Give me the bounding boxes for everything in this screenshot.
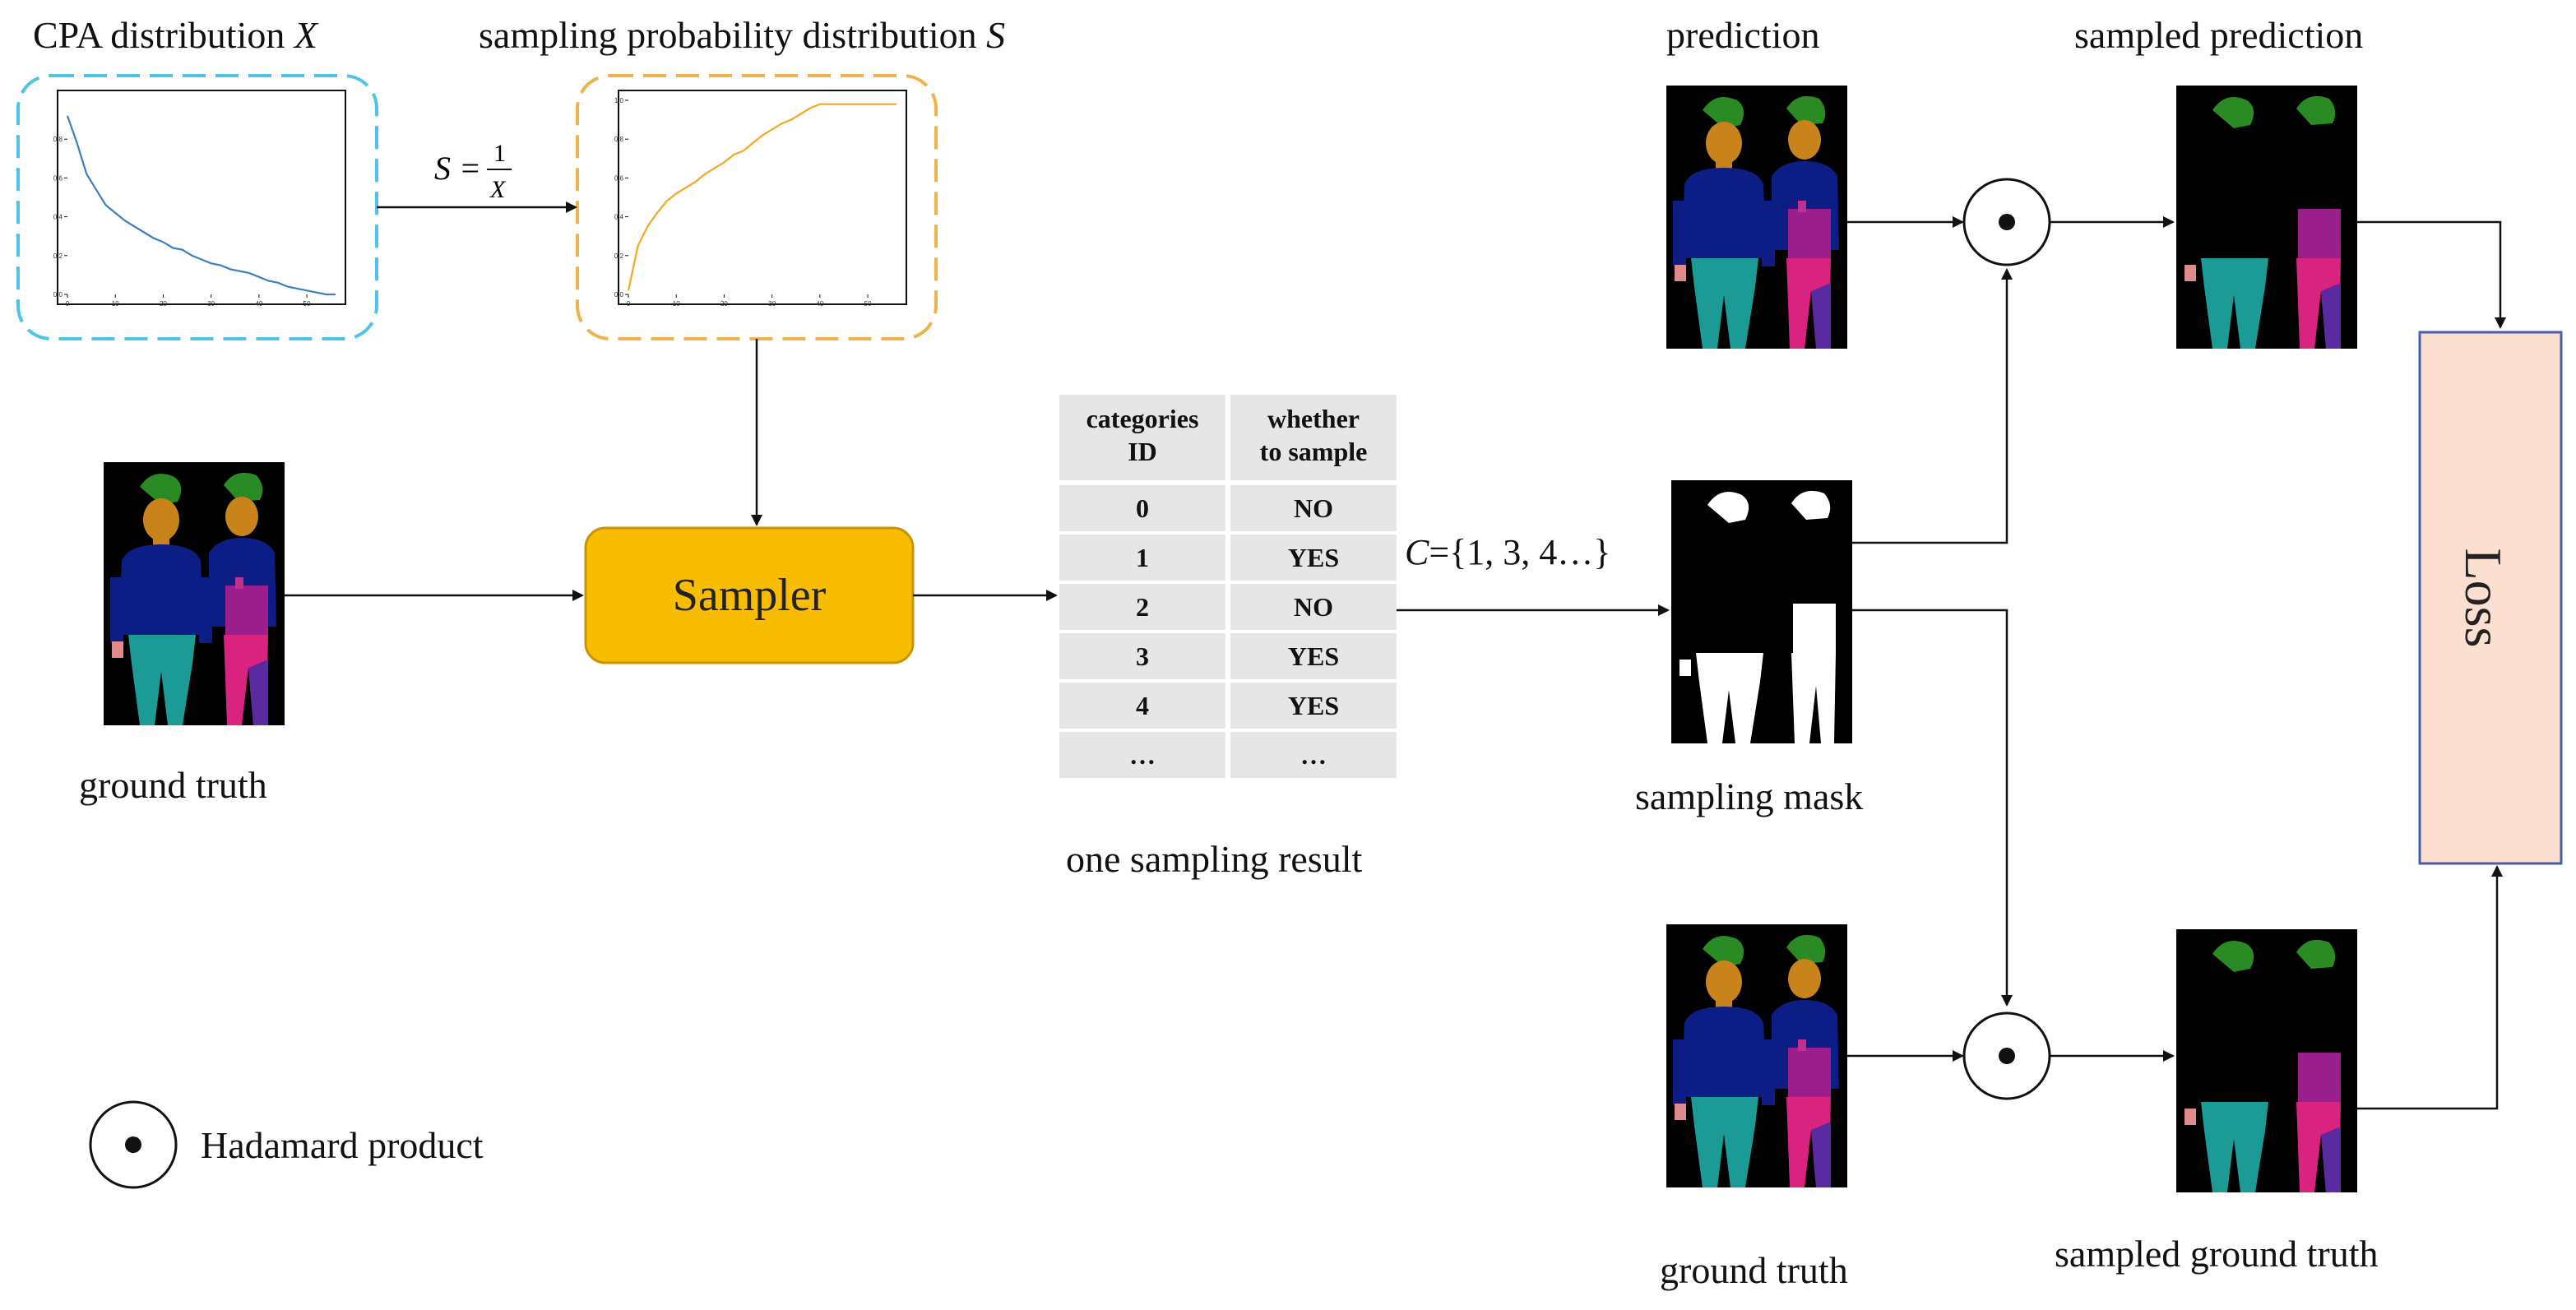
sampled-prediction-image: [2176, 86, 2357, 349]
cpa-ytick-label: 0.4: [53, 214, 63, 221]
table-header-text: categories: [1086, 404, 1199, 433]
table-header-text: whether: [1267, 404, 1360, 433]
table-cell-text: YES: [1288, 691, 1339, 720]
sampled-prediction-to-loss-arrow: [2357, 220, 2506, 329]
table-cell: [1230, 633, 1397, 679]
prediction-image: [1666, 86, 1847, 349]
top-hadamard-icon: [1962, 178, 2051, 266]
table-header-text: to sample: [1260, 437, 1368, 466]
sampling-probability-label: sampling probability distribution S: [479, 14, 1005, 56]
ground-truth-image-bottom: [1666, 924, 1847, 1187]
table-cell: [1059, 485, 1225, 531]
cpa-xtick-label: 50: [303, 300, 311, 308]
table-cell-text: 3: [1136, 641, 1149, 671]
table-cell-text: 4: [1136, 691, 1149, 720]
sampling-chart-axes: [618, 90, 907, 305]
table-cell-text: 2: [1136, 592, 1149, 622]
table-header-cell: [1059, 395, 1225, 480]
cpa-ytick-label: 0.0: [53, 291, 63, 299]
bottom-hadamard-icon: [1962, 1011, 2051, 1100]
sampled-ground-truth-image: [2176, 929, 2357, 1192]
table-cell: [1059, 535, 1225, 581]
table-cell: [1059, 584, 1225, 630]
sampling-mask-label: sampling mask: [1635, 775, 1863, 817]
table-cell: [1230, 584, 1397, 630]
table-cell-text: 0: [1136, 493, 1149, 523]
table-cell-text: …: [1129, 740, 1156, 770]
mask-to-bottom-hadamard-arrow: [1852, 609, 2013, 1007]
ground-truth-image-left: [104, 462, 285, 725]
sampling-xtick-label: 20: [720, 300, 728, 308]
cpa-chart: 0.0 0.2 0.4 0.6 0.8 0 10 20 30 40 50: [53, 115, 336, 308]
table-header-cell: [1230, 395, 1397, 480]
loss-label: Loss: [2454, 549, 2513, 648]
table-cell-text: YES: [1288, 641, 1339, 671]
one-sampling-result-label: one sampling result: [1066, 838, 1362, 880]
sampling-xtick-label: 50: [864, 300, 872, 308]
cpa-xtick-label: 30: [207, 300, 215, 308]
sampling-xtick-label: 0: [627, 300, 631, 308]
sampling-ytick-label: 0.8: [614, 136, 624, 143]
sampling-chart: 0.0 0.2 0.4 0.6 0.8 1.0 0 10 20 30 40 50: [614, 97, 897, 308]
table-cell: [1230, 485, 1397, 531]
sampling-xtick-label: 40: [816, 300, 823, 308]
table-cell: [1059, 633, 1225, 679]
table-cell: [1059, 683, 1225, 729]
mask-to-top-hadamard-arrow: [1852, 268, 2013, 544]
formula-lhs: S =: [434, 150, 481, 187]
table-header-text: ID: [1128, 437, 1157, 466]
table-cell: [1230, 683, 1397, 729]
table-cell-text: NO: [1294, 592, 1333, 622]
table-cell: [1230, 535, 1397, 581]
sampling-xtick-label: 30: [768, 300, 776, 308]
cpa-series-line: [66, 115, 336, 296]
cpa-ytick-label: 0.6: [53, 174, 63, 182]
prediction-label: prediction: [1666, 14, 1820, 56]
cpa-xtick-label: 20: [160, 300, 167, 308]
legend-hadamard-icon: [89, 1100, 178, 1189]
sampling-ytick-label: 0.4: [614, 214, 624, 221]
table-cell-text: NO: [1294, 493, 1333, 523]
sampled-gt-to-loss-arrow: [2357, 865, 2503, 1110]
cpa-xtick-label: 40: [255, 300, 262, 308]
loss-box: [2418, 331, 2563, 865]
sampled-ground-truth-label: sampled ground truth: [2055, 1233, 2379, 1275]
cpa-xtick-label: 10: [112, 300, 119, 308]
cpa-ytick-label: 0.2: [53, 252, 63, 260]
sampled-prediction-label: sampled prediction: [2074, 14, 2363, 56]
sampling-ytick-label: 1.0: [614, 97, 624, 104]
cpa-ytick-label: 0.8: [53, 136, 63, 143]
legend-label: Hadamard product: [201, 1124, 484, 1166]
formula-numerator: 1: [493, 140, 506, 167]
ground-truth-bottom-label: ground truth: [1660, 1249, 1848, 1291]
cpa-xtick-label: 0: [66, 300, 70, 308]
table-cell-text: YES: [1288, 543, 1339, 572]
sampling-ytick-label: 0.2: [614, 252, 624, 260]
sampling-xtick-label: 10: [673, 300, 680, 308]
cpa-chart-axes: [57, 90, 346, 305]
cpa-distribution-label: CPA distribution X: [33, 14, 319, 56]
table-cell-text: …: [1300, 740, 1327, 770]
formula-denominator: X: [489, 176, 507, 203]
sampling-ytick-label: 0.6: [614, 174, 624, 182]
table-cell-text: 1: [1136, 543, 1149, 572]
table-cell: [1059, 732, 1225, 778]
sampler-label: Sampler: [673, 570, 827, 621]
sampling-mask-image: [1671, 480, 1852, 743]
ground-truth-left-label: ground truth: [79, 764, 267, 806]
c-set-label: C={1, 3, 4…}: [1405, 532, 1610, 572]
table-cell: [1230, 732, 1397, 778]
sampling-series-line: [627, 103, 897, 291]
sampling-ytick-label: 0.0: [614, 291, 624, 299]
